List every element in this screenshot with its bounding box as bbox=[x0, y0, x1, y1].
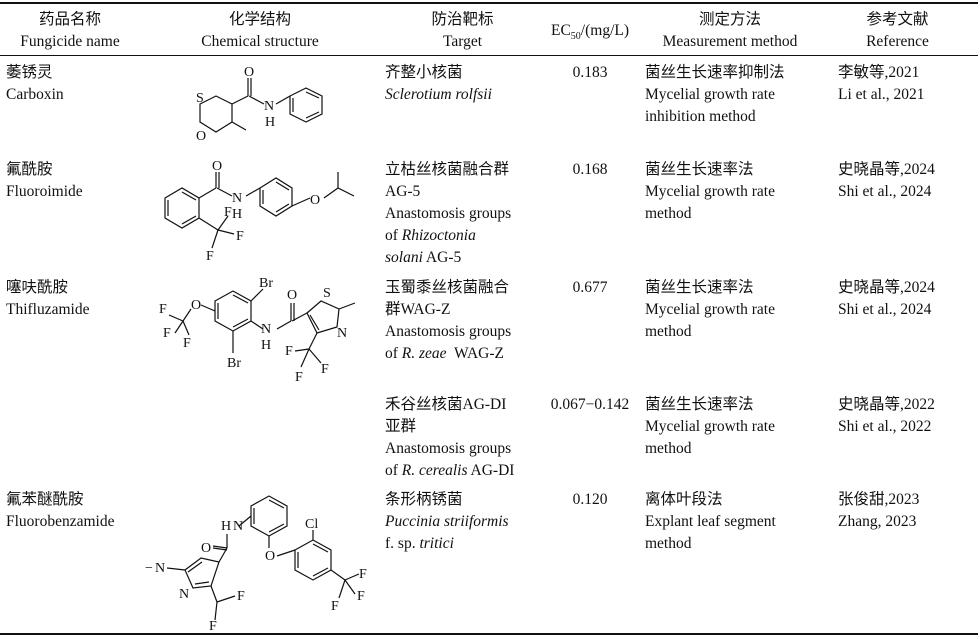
header-target-en: Target bbox=[442, 33, 483, 50]
svg-text:S: S bbox=[323, 286, 331, 301]
header-target: 防治靶标 Target bbox=[380, 9, 545, 53]
header-name-cn: 药品名称 bbox=[38, 11, 101, 28]
svg-text:N: N bbox=[155, 561, 165, 576]
svg-text:N: N bbox=[261, 322, 271, 337]
row-4-ec50: 0.067−0.142 bbox=[550, 396, 630, 413]
row-1-ec50: 0.183 bbox=[572, 64, 608, 81]
svg-text:Br: Br bbox=[259, 276, 273, 291]
row-1-target: 齐整小核菌 Sclerotium rolfsii bbox=[385, 64, 492, 103]
svg-text:O: O bbox=[287, 288, 297, 303]
svg-text:H: H bbox=[221, 519, 231, 534]
header-rule bbox=[0, 55, 978, 56]
header-method: 测定方法 Measurement method bbox=[645, 9, 815, 53]
svg-text:F: F bbox=[357, 589, 365, 604]
row-1-name: 萎锈灵 Carboxin bbox=[6, 64, 64, 103]
svg-text:F: F bbox=[159, 302, 167, 317]
header-ec50: EC50/(mg/L) bbox=[540, 20, 640, 48]
structure-fluorobenzamide: H N O Cl O N N F F F F F − bbox=[145, 486, 380, 631]
structure-carboxin: O S N H O bbox=[160, 60, 370, 155]
row-2-target: 立枯丝核菌融合群 AG-5 Anastomosis groups of Rhiz… bbox=[385, 161, 512, 266]
structure-thifluzamide: Br O F F F N H Br S N F F F O bbox=[155, 275, 370, 385]
svg-text:O: O bbox=[212, 159, 222, 174]
row-3-ec50: 0.677 bbox=[572, 279, 608, 296]
top-rule bbox=[0, 2, 978, 4]
bottom-rule bbox=[0, 633, 978, 635]
svg-text:N: N bbox=[232, 191, 242, 206]
row-2-name: 氟酰胺 Fluoroimide bbox=[6, 161, 83, 200]
row-4-target: 禾谷丝核菌AG-DI 亚群 Anastomosis groups of R. c… bbox=[385, 396, 515, 479]
header-name-en: Fungicide name bbox=[20, 33, 120, 50]
row-5-ec50: 0.120 bbox=[572, 491, 608, 508]
svg-text:F: F bbox=[206, 249, 214, 264]
svg-text:H: H bbox=[265, 115, 275, 130]
header-reference-en: Reference bbox=[866, 33, 929, 50]
svg-text:F: F bbox=[236, 229, 244, 244]
header-method-en: Measurement method bbox=[662, 33, 798, 50]
header-target-cn: 防治靶标 bbox=[431, 11, 494, 28]
svg-text:−: − bbox=[145, 561, 153, 576]
row-1-reference: 李敏等,2021 Li et al., 2021 bbox=[838, 64, 925, 103]
row-1-method: 菌丝生长速率抑制法 Mycelial growth rate inhibitio… bbox=[645, 64, 785, 125]
svg-text:N: N bbox=[264, 99, 274, 114]
row-5-name: 氟苯醚酰胺 Fluorobenzamide bbox=[6, 491, 115, 530]
header-name: 药品名称 Fungicide name bbox=[0, 9, 140, 53]
header-reference-cn: 参考文献 bbox=[866, 11, 929, 28]
svg-text:N: N bbox=[233, 519, 243, 534]
svg-text:F: F bbox=[331, 599, 339, 614]
row-3-reference: 史晓晶等,2024 Shi et al., 2024 bbox=[838, 279, 935, 318]
row-3-target: 玉蜀黍丝核菌融合 群WAG-Z Anastomosis groups of R.… bbox=[385, 279, 512, 362]
row-5-target: 条形柄锈菌 Puccinia striiformis f. sp. tritic… bbox=[385, 491, 509, 552]
svg-text:F: F bbox=[183, 336, 191, 351]
row-2-reference: 史晓晶等,2024 Shi et al., 2024 bbox=[838, 161, 935, 200]
svg-text:F: F bbox=[224, 205, 232, 220]
svg-text:F: F bbox=[163, 326, 171, 341]
header-structure-cn: 化学结构 bbox=[228, 11, 291, 28]
svg-text:F: F bbox=[321, 362, 329, 377]
header-method-cn: 测定方法 bbox=[698, 11, 761, 28]
svg-text:F: F bbox=[295, 370, 303, 385]
header-structure-en: Chemical structure bbox=[201, 33, 319, 50]
svg-text:O: O bbox=[265, 549, 275, 564]
svg-text:O: O bbox=[310, 193, 320, 208]
svg-text:N: N bbox=[337, 326, 347, 341]
svg-text:F: F bbox=[359, 567, 367, 582]
row-3-name: 噻呋酰胺 Thifluzamide bbox=[6, 279, 90, 318]
structure-fluoroimide: O N H O F F F bbox=[150, 158, 370, 268]
row-3-method: 菌丝生长速率法 Mycelial growth rate method bbox=[645, 279, 775, 340]
svg-text:O: O bbox=[201, 541, 211, 556]
header-structure: 化学结构 Chemical structure bbox=[150, 9, 370, 53]
svg-text:F: F bbox=[209, 619, 217, 631]
svg-text:N: N bbox=[179, 587, 189, 602]
row-4-reference: 史晓晶等,2022 Shi et al., 2022 bbox=[838, 396, 935, 435]
header-reference: 参考文献 Reference bbox=[830, 9, 965, 53]
row-4-method: 菌丝生长速率法 Mycelial growth rate method bbox=[645, 396, 775, 457]
svg-text:Br: Br bbox=[227, 356, 241, 371]
row-2-method: 菌丝生长速率法 Mycelial growth rate method bbox=[645, 161, 775, 222]
svg-text:O: O bbox=[191, 298, 201, 313]
row-5-method: 离体叶段法 Explant leaf segment method bbox=[645, 491, 776, 552]
row-5-reference: 张俊甜,2023 Zhang, 2023 bbox=[838, 491, 920, 530]
svg-text:S: S bbox=[196, 91, 204, 106]
header-ec50-label: EC50/(mg/L) bbox=[550, 22, 630, 43]
svg-text:H: H bbox=[261, 338, 271, 353]
svg-text:F: F bbox=[285, 344, 293, 359]
svg-text:Cl: Cl bbox=[305, 517, 318, 532]
svg-text:O: O bbox=[244, 65, 254, 80]
row-2-ec50: 0.168 bbox=[572, 161, 608, 178]
svg-text:O: O bbox=[196, 129, 206, 144]
svg-text:H: H bbox=[232, 207, 242, 222]
svg-text:F: F bbox=[237, 589, 245, 604]
